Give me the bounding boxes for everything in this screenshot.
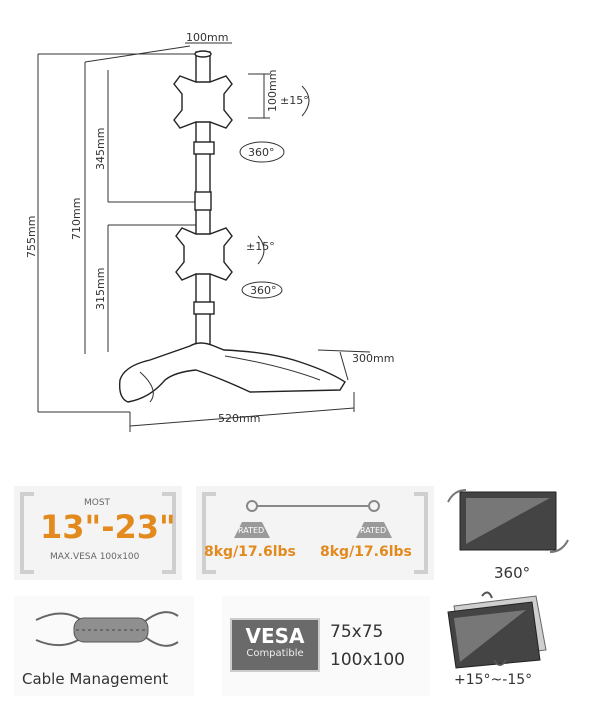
- vesa-size-1: 75x75: [330, 622, 384, 642]
- cable-label: Cable Management: [22, 670, 169, 688]
- stand-base: [118, 342, 346, 403]
- tilt-label: +15°~-15°: [454, 672, 533, 688]
- vesa-badge-subtitle: Compatible: [246, 648, 304, 659]
- screen-size-range: 13"-23": [40, 508, 176, 546]
- lower-rotate-label: 360°: [250, 284, 277, 297]
- monitor-stand-diagram: 755mm 710mm 345mm 315mm 100mm 100mm ±15°…: [25, 31, 394, 432]
- total-height-label: 755mm: [25, 216, 38, 258]
- vesa-height-label: 100mm: [266, 70, 279, 112]
- weight-hanger-icon: [234, 500, 392, 538]
- vesa-badge-title: VESA: [245, 624, 305, 648]
- monitor-rotate-icon: [447, 489, 569, 553]
- upper-vesa-plate: [173, 75, 233, 129]
- lower-height-label: 315mm: [94, 268, 107, 310]
- tilt-panel: +15°~-15°: [436, 590, 578, 696]
- vesa-panel: VESA Compatible 75x75 100x100: [222, 596, 430, 696]
- upper-tilt-label: ±15°: [280, 94, 309, 107]
- upper-height-label: 345mm: [94, 128, 107, 170]
- most-label: MOST: [84, 498, 111, 508]
- top-width-label: 100mm: [186, 31, 228, 44]
- cable-panel: Cable Management: [14, 596, 194, 696]
- screen-size-panel: MOST 13"-23" MAX.VESA 100x100: [14, 486, 182, 580]
- vesa-size-2: 100x100: [330, 650, 405, 670]
- vesa-badge: VESA Compatible: [230, 618, 320, 672]
- lower-tilt-label: ±15°: [246, 240, 275, 253]
- upper-clamp: [193, 141, 215, 155]
- pole-height-label: 710mm: [70, 198, 83, 240]
- cable-management-icon: [35, 611, 179, 647]
- max-vesa-label: MAX.VESA 100x100: [50, 552, 140, 562]
- rated-left-label: RATED: [238, 526, 265, 535]
- base-width-label: 520mm: [218, 412, 260, 425]
- rated-right-label: RATED: [360, 526, 387, 535]
- rotation-label: 360°: [494, 564, 531, 582]
- weight-left: 8kg/17.6lbs: [204, 544, 296, 560]
- monitor-tilt-icon: [447, 591, 547, 669]
- lower-vesa-plate: [175, 227, 233, 281]
- weight-right: 8kg/17.6lbs: [320, 544, 412, 560]
- rotation-panel: 360°: [444, 486, 574, 586]
- lower-clamp: [193, 301, 215, 315]
- load-panel: RATED RATED 8kg/17.6lbs 8kg/17.6lbs: [196, 486, 434, 580]
- base-depth-label: 300mm: [352, 352, 394, 365]
- upper-rotate-label: 360°: [248, 146, 275, 159]
